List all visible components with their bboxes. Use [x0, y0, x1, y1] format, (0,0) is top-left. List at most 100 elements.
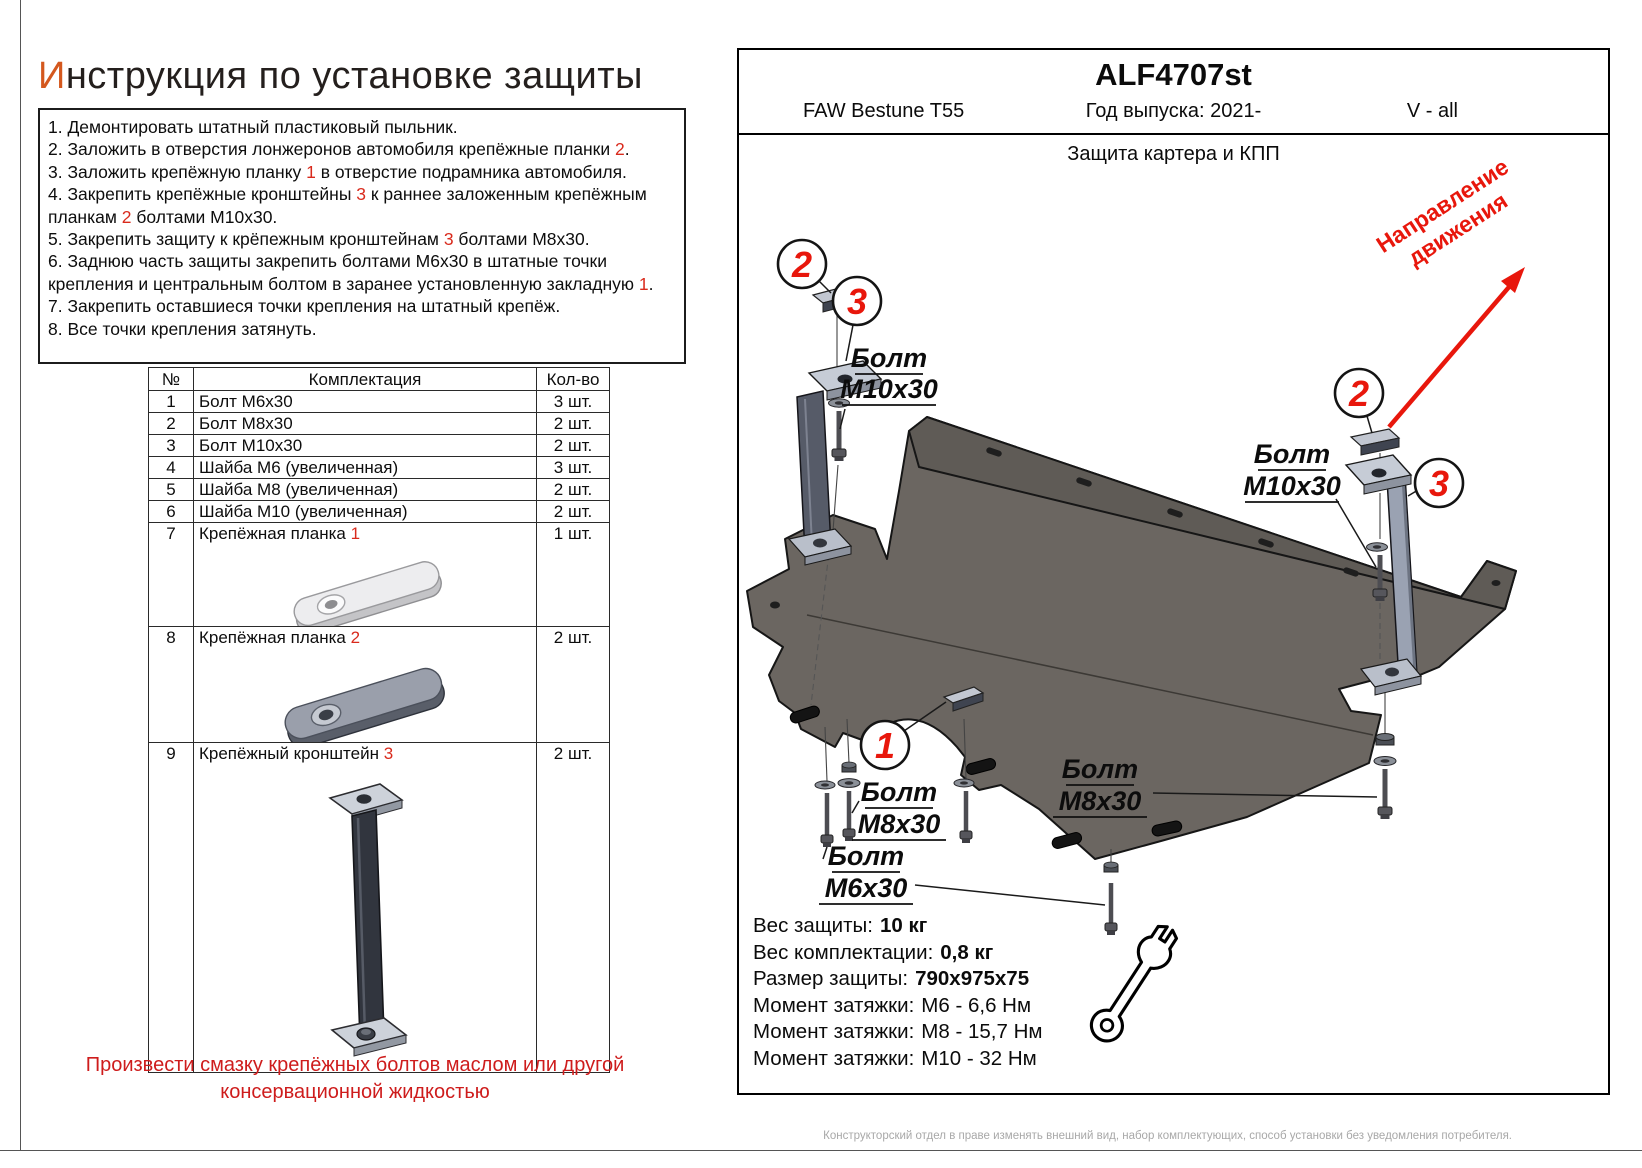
part-qty: 1 шт.: [536, 522, 610, 627]
part-qty: 2 шт.: [536, 434, 610, 457]
callout-2-right: 2: [1333, 367, 1385, 434]
part-name: Шайба М10 (увеличенная): [193, 500, 537, 523]
part-row-number: 5: [148, 478, 194, 501]
svg-text:М10х30: М10х30: [1243, 471, 1341, 501]
plate-top-flange: [908, 416, 1517, 610]
svg-text:3: 3: [1429, 463, 1449, 504]
part-number: ALF4707st: [1095, 57, 1252, 92]
spec-torque-m10: Момент затяжки:М10 - 32 Нм: [753, 1046, 1037, 1070]
title-rest: нструкция по установке защиты: [65, 55, 643, 98]
instruction-item: 7. Закрепить оставшиеся точки крепления …: [48, 296, 561, 317]
part-row-number: 2: [148, 412, 194, 435]
svg-text:Болт: Болт: [851, 343, 927, 373]
label-bolt-m8-left: Болт М8х30: [851, 777, 946, 841]
spec-kit-weight: Вес комплектации:0,8 кг: [753, 940, 994, 964]
vehicle-info-row: FAW Bestune T55 Год выпуска: 2021- V - a…: [739, 100, 1608, 126]
instruction-item: 2. Заложить в отверстия лонжеронов автом…: [48, 139, 630, 160]
part-row-number: 4: [148, 456, 194, 479]
svg-text:3: 3: [847, 281, 867, 322]
part-row-number: 8: [148, 626, 194, 743]
label-bolt-m10-right: Болт М10х30: [1243, 439, 1377, 568]
spec-size: Размер защиты:790х975х75: [753, 967, 1030, 990]
specs-block: Вес защиты:10 кг Вес комплектации:0,8 кг…: [753, 913, 1042, 1072]
spec-torque-m6: Момент затяжки:М6 - 6,6 Нм: [753, 993, 1032, 1017]
nut-washer-bolt-m8-right: [1373, 733, 1397, 819]
callout-3-left: 3: [831, 275, 883, 362]
manufacturer-disclaimer: Конструкторский отдел в праве изменять в…: [823, 1130, 1512, 1142]
instruction-item: 1. Демонтировать штатный пластиковый пыл…: [48, 117, 458, 137]
part-name: Шайба М8 (увеличенная): [193, 478, 537, 501]
direction-arrow-head: [1501, 267, 1525, 293]
installation-steps-box: 1. Демонтировать штатный пластиковый пыл…: [38, 108, 686, 364]
label-bolt-m6: Болт М6х30: [819, 841, 1106, 906]
instruction-item: 6. Заднюю часть защиты закрепить болтами…: [48, 251, 654, 294]
part-qty: 2 шт.: [536, 500, 610, 523]
left-bracket-assembly: [787, 284, 883, 706]
page-border-bottom: [0, 1150, 1642, 1151]
part-name: Крепёжный кронштейн 3: [193, 742, 537, 1073]
production-year: Год выпуска: 2021-: [1085, 100, 1262, 122]
part-row-number: 9: [148, 742, 194, 1073]
drawing-title: Защита картера и КПП: [1067, 143, 1280, 165]
svg-text:Болт: Болт: [828, 841, 904, 871]
bracket3-image: [328, 783, 408, 1057]
plate2-image: [284, 667, 445, 742]
plate1-image: [293, 561, 442, 626]
right-bracket-assembly: [1344, 428, 1423, 819]
title-lead-letter: И: [38, 55, 66, 98]
assembly-drawing: Направление движения: [746, 153, 1525, 1043]
bracket-3-left-bar: [796, 390, 832, 554]
col-header-number: №: [148, 367, 194, 391]
callout-1: 1: [859, 701, 947, 771]
label-bolt-m10-left: Болт М10х30: [839, 343, 938, 430]
embedded-plate-1: [942, 686, 985, 712]
instruction-item: 3. Заложить крепёжную планку 1 в отверст…: [48, 161, 627, 182]
col-header-name: Комплектация: [193, 367, 537, 391]
plate-crease: [806, 614, 1374, 736]
bolt-m10-left: [831, 411, 847, 461]
instruction-item: 4. Закрепить крепёжные кронштейны 3 к ра…: [48, 184, 647, 227]
svg-text:Болт: Болт: [1062, 754, 1138, 784]
lubrication-note: Произвести смазку крепёжных болтов масло…: [85, 1054, 625, 1103]
svg-text:Болт: Болт: [1254, 439, 1330, 469]
svg-text:2: 2: [791, 244, 812, 285]
bottom-left-bolts: [814, 718, 861, 847]
part-name: Крепёжная планка 1: [193, 522, 537, 627]
page-border-left: [20, 0, 21, 1150]
spec-torque-m8: Момент затяжки:М8 - 15,7 Нм: [753, 1020, 1043, 1043]
svg-text:М10х30: М10х30: [840, 374, 938, 404]
part-row-number: 1: [148, 390, 194, 413]
assembly-drawing-area: Защита картера и КПП Направление движени…: [739, 135, 1608, 1092]
part-row-number: 6: [148, 500, 194, 523]
part-qty: 2 шт.: [536, 412, 610, 435]
spec-weight: Вес защиты:10 кг: [753, 914, 928, 937]
part-name: Крепёжная планка 2: [193, 626, 537, 743]
vehicle-name: FAW Bestune T55: [803, 100, 965, 122]
direction-arrow-shaft: [1387, 285, 1511, 429]
bolt-m10-right: [1372, 555, 1388, 601]
part-name: Болт М6х30: [193, 390, 537, 413]
callout-3-right: 3: [1407, 457, 1465, 509]
direction-of-travel: Направление движения: [1372, 153, 1525, 429]
page-title: Инструкция по установке защиты: [38, 55, 643, 98]
part-row-number: 7: [148, 522, 194, 627]
svg-text:М8х30: М8х30: [1059, 786, 1142, 816]
parts-table-header-row: № Комплектация Кол-во: [148, 367, 610, 391]
part-qty: 2 шт.: [536, 742, 610, 1073]
part-qty: 2 шт.: [536, 478, 610, 501]
wrench-icon: [1089, 924, 1179, 1043]
svg-text:Болт: Болт: [861, 777, 937, 807]
label-bolt-m8-right: Болт М8х30: [1053, 754, 1378, 818]
instruction-item: 5. Закрепить защиту к крёпежным кронштей…: [48, 229, 590, 250]
svg-text:М8х30: М8х30: [858, 809, 941, 839]
